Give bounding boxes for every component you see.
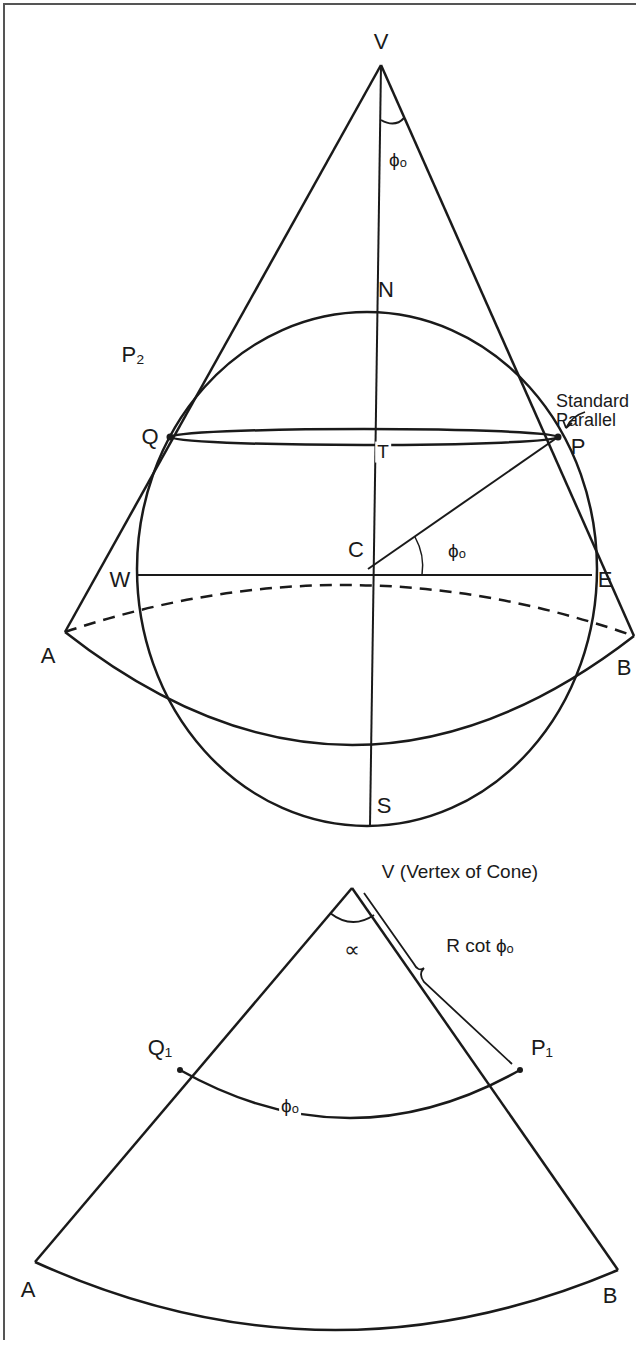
vertex-label: V (Vertex of Cone): [382, 862, 538, 883]
sector-arc: [35, 1262, 618, 1330]
cone-base-front: [65, 632, 634, 745]
point-dot: [177, 1067, 183, 1073]
point-label: Q: [141, 425, 158, 449]
sector-edge: [352, 888, 618, 1270]
point-label: B: [603, 1284, 618, 1308]
angle-label: ϕₒ: [279, 1096, 301, 1117]
point-label: P₁: [531, 1036, 553, 1060]
point-dot: [167, 434, 174, 441]
point-label: T: [375, 442, 391, 463]
cone-base-back: [65, 585, 634, 636]
point-label: W: [110, 568, 131, 592]
length-label: R cot ϕₒ: [444, 936, 515, 957]
vertex-label: V: [374, 30, 389, 54]
point-label: B: [617, 656, 632, 680]
point-dot: [555, 434, 562, 441]
pole-label: S: [377, 794, 392, 818]
angle-label: ϕₒ: [446, 541, 468, 562]
standard-parallel: [170, 429, 558, 445]
equator: [137, 574, 592, 576]
point-label: Q₁: [148, 1036, 173, 1060]
point-dot: [517, 1067, 523, 1073]
globe-outline: [137, 312, 597, 826]
point-label: A: [21, 1278, 36, 1302]
point-label: E: [598, 568, 613, 592]
point-label: P: [571, 435, 586, 459]
angle-arc: [381, 118, 404, 124]
pole-label: N: [378, 278, 394, 302]
note-label: Standard Parallel: [556, 392, 636, 430]
standard-parallel-arc: [180, 1070, 520, 1118]
cone-side: [65, 65, 381, 632]
sector-edge: [35, 888, 352, 1262]
cone-side: [381, 65, 634, 636]
length-brace: [364, 893, 512, 1064]
angle-label: ϕₒ: [389, 150, 407, 171]
radius-line: [368, 437, 558, 569]
angle-arc: [330, 913, 374, 922]
angle-arc: [415, 537, 423, 575]
page-frame: [4, 4, 636, 1340]
centre-label: C: [346, 538, 366, 562]
angle-label: ∝: [344, 938, 360, 962]
point-label: A: [41, 644, 56, 668]
point-label: P₂: [121, 343, 144, 367]
